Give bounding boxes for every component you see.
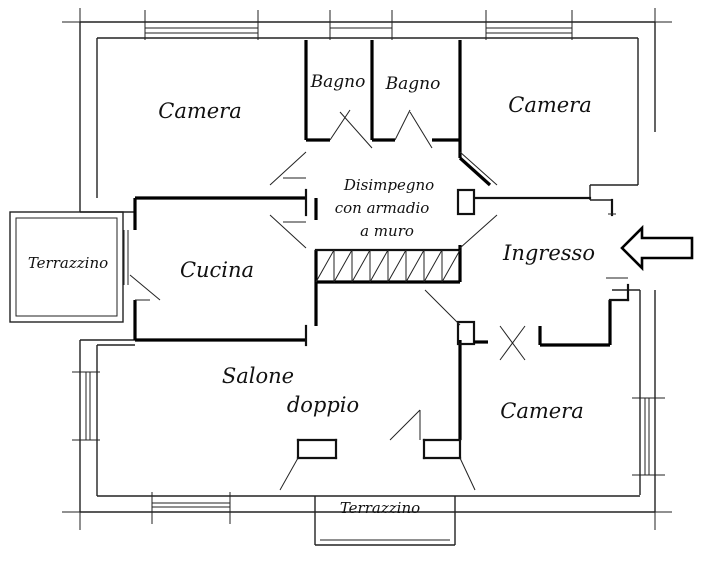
windows	[62, 8, 672, 530]
room-label-salone-line2: doppio	[287, 393, 359, 417]
room-label-camera-se: Camera	[500, 399, 584, 423]
room-label-disimpegno-line1: Disimpegno	[343, 176, 434, 194]
outer-walls	[79, 21, 656, 513]
room-label-camera-nw: Camera	[158, 99, 242, 123]
room-label-disimpegno-line3: a muro	[360, 222, 414, 240]
room-label-camera-ne: Camera	[508, 93, 592, 117]
door-swings	[129, 109, 628, 491]
room-label-bagno-1: Bagno	[310, 72, 366, 92]
entrance-arrow-icon	[620, 224, 694, 272]
wardrobe-hatch	[315, 249, 461, 283]
room-label-cucina: Cucina	[180, 258, 254, 282]
room-label-terrazzino-south: Terrazzino	[340, 499, 420, 517]
room-label-ingresso: Ingresso	[502, 241, 595, 265]
room-label-bagno-2: Bagno	[385, 74, 441, 94]
interior-walls	[133, 40, 630, 460]
room-label-salone-line1: Salone	[222, 364, 294, 388]
room-label-disimpegno-line2: con armadio	[335, 199, 430, 217]
terrace-west	[9, 211, 124, 323]
terrace-south	[314, 496, 456, 546]
room-label-terrazzino-west: Terrazzino	[28, 254, 108, 272]
